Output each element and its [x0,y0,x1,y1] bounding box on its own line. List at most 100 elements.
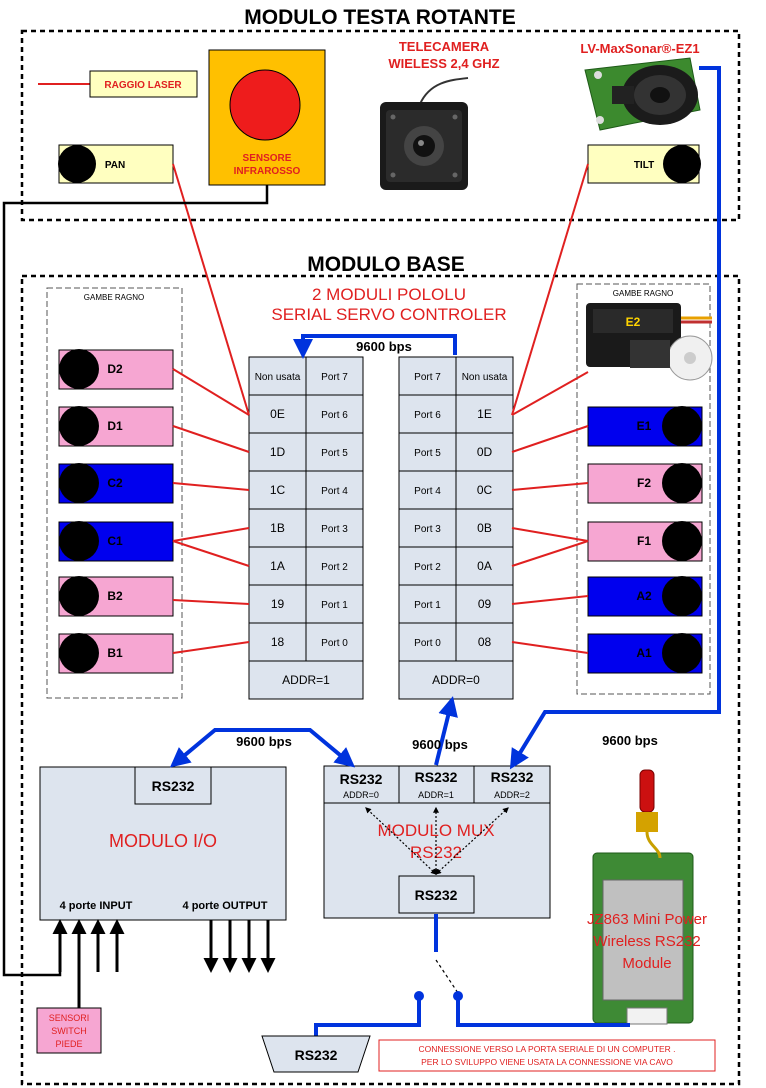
controller-title-line1: 2 MODULI POLOLU [312,285,466,304]
controller_right-cell: Port 3 [414,524,441,535]
controller_left-cell: Port 4 [321,486,348,497]
controller_right-cell: 0B [477,521,492,535]
controller_left-cell: 19 [271,597,285,611]
right-leg-group [576,283,711,695]
controller_right-cell: Port 1 [414,600,441,611]
sonar-mux-link [509,66,721,770]
leg-a2: A2 [587,576,703,617]
controller_right-cell: Port 4 [414,486,441,497]
leg-c2: C2 [58,463,174,504]
io-module: RS232 MODULO I/O 4 porte INPUT 4 porte O… [39,766,287,921]
leg-e1: E1 [587,406,703,447]
controller_left-cell: Port 5 [321,448,348,459]
right-legs: E1 F2 F1 A2 A1 [587,406,703,674]
wireless-module-icon [592,769,694,1025]
leg-label: A2 [636,589,652,603]
leg-label: A1 [636,646,652,660]
controller-title-line2: SERIAL SERVO CONTROLER [271,305,506,324]
servo-image-label: E2 [626,315,641,329]
foot-switch-sensors: SENSORI SWITCH PIEDE [36,1007,102,1054]
controller_right-cell: 0A [477,559,492,573]
tilt-label: TILT [634,160,654,171]
servo-icon: E2 [586,303,713,381]
controller_right-cell: 08 [478,635,492,649]
io-module-title: MODULO I/O [109,831,217,851]
leg-label: C1 [107,534,123,548]
controller-link-wire [293,334,457,359]
mux-port-addr: ADDR=2 [494,790,530,800]
sensors-line1: SENSORI [49,1013,90,1023]
input-arrows [52,919,125,1010]
wireless-line1: JZ863 Mini Power [587,911,707,928]
io-rs232-label: RS232 [152,778,195,794]
leg-f1: F1 [587,521,703,562]
leg-label: E1 [637,419,652,433]
baud-top-label: 9600 bps [356,339,412,354]
ir-sensor: SENSORE INFRAROSSO [208,49,326,186]
leg-label: B2 [107,589,123,603]
leg-label: C2 [107,476,123,490]
leg-label: D2 [107,362,123,376]
mux-port-addr: ADDR=1 [418,790,454,800]
baud-mux-label: 9600 bps [412,737,468,752]
base-module-title: MODULO BASE [307,253,465,276]
io-outputs-label: 4 porte OUTPUT [183,900,268,912]
leg-a1: A1 [587,633,703,674]
controller_left-cell: 1A [270,559,285,573]
controller_right-cell: Port 5 [414,448,441,459]
sonar-icon [584,57,701,131]
leg-b2: B2 [58,576,174,617]
top-module: MODULO TESTA ROTANTE RAGGIO LASER PAN SE… [20,6,741,222]
leg-label: F1 [637,534,651,548]
mux-module: RS232 ADDR=0 RS232 ADDR=1 RS232 ADDR=2 M… [323,765,551,919]
controller_left-cell: 1C [270,483,286,497]
leg-f2: F2 [587,463,703,504]
left-group-label: GAMBE RAGNO [84,293,144,302]
controller_left-cell: Port 2 [321,562,348,573]
camera-icon [380,77,469,190]
output-arrows [203,920,276,973]
note-line1: CONNESSIONE VERSO LA PORTA SERIALE DI UN… [418,1044,675,1054]
leg-c1: C1 [58,521,174,562]
controller_left-cell: Port 6 [321,410,348,421]
controller_right-cell: Port 0 [414,638,441,649]
controller_right-cell: 0D [477,445,493,459]
controller_right-cell: 0C [477,483,493,497]
wireless-line2: Wireless RS232 [593,933,701,950]
ir-sensor-line2: INFRAROSSO [234,166,301,177]
mux-port-label: RS232 [415,769,458,785]
ir-sensor-wire [2,185,269,977]
leg-label: F2 [637,476,651,490]
serial-switch [314,914,630,1040]
mux-port-label: RS232 [491,769,534,785]
leg-d1: D1 [58,406,174,447]
sensors-line2: SWITCH [51,1026,87,1036]
leg-label: D1 [107,419,123,433]
servo-wires [172,163,589,654]
ir-sensor-line1: SENSORE [243,153,292,164]
base-module: MODULO BASE 2 MODULI POLOLU SERIAL SERVO… [2,66,741,1086]
controller_left-cell: Port 0 [321,638,348,649]
sensors-line3: PIEDE [55,1039,82,1049]
controller_right-cell: Port 7 [414,372,441,383]
camera-label-line1: TELECAMERA [399,39,490,54]
baud-io-label: 9600 bps [236,734,292,749]
controller_left-cell: Non usata [255,372,301,383]
controller_left-addr: ADDR=1 [282,673,330,687]
camera-label-line2: WIELESS 2,4 GHZ [388,56,499,71]
rs232-connector-label: RS232 [295,1047,338,1063]
right-group-label: GAMBE RAGNO [613,289,673,298]
rs232-connector: RS232 [261,1035,371,1073]
tilt-servo: TILT [587,144,701,184]
controller_left-cell: 1B [270,521,285,535]
controller_left-cell: Port 7 [321,372,348,383]
controller_left-cell: 0E [270,407,285,421]
controller_right-addr: ADDR=0 [432,673,480,687]
controller_right-cell: 09 [478,597,492,611]
controller_right-cell: Non usata [462,372,508,383]
controller_left-cell: 18 [271,635,285,649]
left-leg-group [46,287,183,699]
